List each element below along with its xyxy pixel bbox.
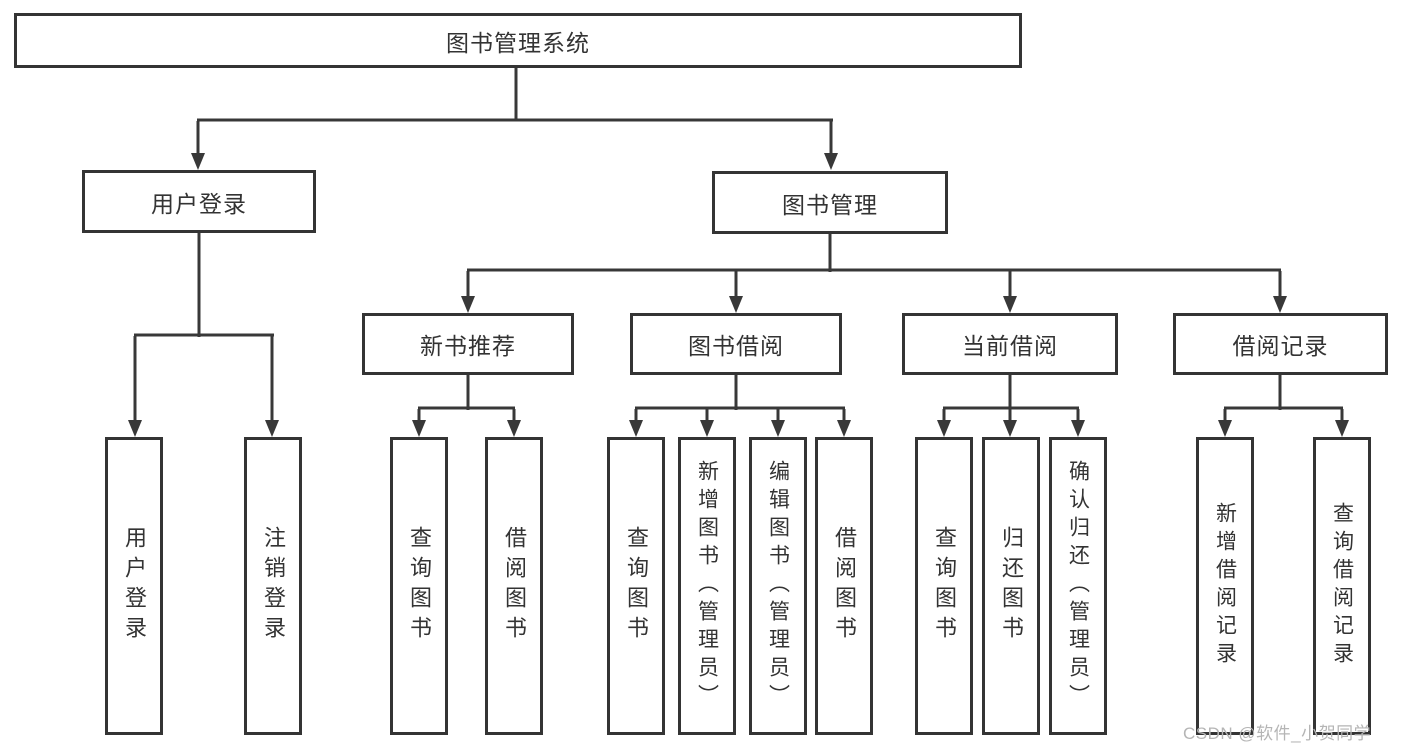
leaf-newbook-borrow: 借阅图书 [485,437,543,735]
connector-root-to-level2 [191,68,838,170]
leaf-newbook-borrow-label: 借阅图书 [502,526,527,646]
connector-user-login-children [128,233,279,437]
leaf-borrow-edit: 编辑图书（管理员） [749,437,807,735]
connector-records-children [1218,375,1349,437]
node-borrow-records-label: 借阅记录 [1232,333,1329,359]
leaf-user-login: 用户登录 [105,437,163,735]
leaf-borrow-add: 新增图书（管理员） [678,437,736,735]
leaf-borrow-add-label: 新增图书（管理员） [695,460,719,712]
connector-book-borrow-children [629,375,851,437]
leaf-user-login-label: 用户登录 [122,526,147,646]
leaf-current-return-label: 归还图书 [999,526,1024,646]
leaf-logout-label: 注销登录 [261,526,286,646]
leaf-current-confirm-label: 确认归还（管理员） [1066,460,1090,712]
leaf-records-query: 查询借阅记录 [1313,437,1371,735]
node-book-mgmt: 图书管理 [712,171,948,234]
watermark: CSDN @软件_小贺同学 [1183,724,1372,743]
node-user-login-label: 用户登录 [151,190,247,217]
node-book-borrow-label: 图书借阅 [688,333,784,359]
node-current-borrow: 当前借阅 [902,313,1118,375]
node-borrow-records: 借阅记录 [1173,313,1388,375]
node-book-borrow: 图书借阅 [630,313,842,375]
leaf-newbook-query: 查询图书 [390,437,448,735]
leaf-records-add: 新增借阅记录 [1196,437,1254,735]
leaf-current-query: 查询图书 [915,437,973,735]
leaf-records-query-label: 查询借阅记录 [1330,502,1354,670]
node-current-borrow-label: 当前借阅 [962,333,1058,359]
leaf-logout: 注销登录 [244,437,302,735]
node-new-book-rec-label: 新书推荐 [420,333,516,359]
leaf-current-return: 归还图书 [982,437,1040,735]
connector-book-mgmt-children [461,234,1287,313]
node-root-label: 图书管理系统 [446,29,590,56]
connector-new-book-children [412,375,521,437]
connector-current-borrow-children [937,375,1085,437]
leaf-borrow-query: 查询图书 [607,437,665,735]
node-book-mgmt-label: 图书管理 [782,191,878,218]
leaf-current-confirm: 确认归还（管理员） [1049,437,1107,735]
leaf-borrow-edit-label: 编辑图书（管理员） [766,460,790,712]
node-root: 图书管理系统 [14,13,1022,68]
leaf-borrow-query-label: 查询图书 [624,526,649,646]
node-user-login: 用户登录 [82,170,316,233]
leaf-borrow-borrow: 借阅图书 [815,437,873,735]
leaf-current-query-label: 查询图书 [932,526,957,646]
leaf-borrow-borrow-label: 借阅图书 [832,526,857,646]
leaf-newbook-query-label: 查询图书 [407,526,432,646]
leaf-records-add-label: 新增借阅记录 [1213,502,1237,670]
node-new-book-rec: 新书推荐 [362,313,574,375]
